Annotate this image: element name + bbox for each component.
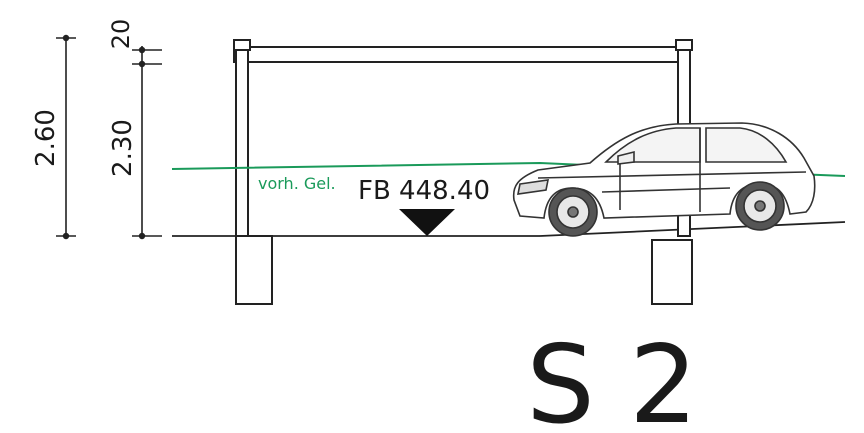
dimension-roof-thickness: 20 (107, 19, 135, 50)
terrain-label: vorh. Gel. (258, 174, 336, 193)
dimension-clear-height: 2.30 (108, 119, 138, 177)
car-icon (512, 122, 816, 237)
level-triangle-icon (399, 209, 455, 236)
floor-level-label: FB 448.40 (358, 176, 490, 206)
dimension-total-height: 2.60 (31, 109, 61, 167)
section-label: S 2 (526, 323, 698, 433)
dimension-ticks (62, 34, 146, 240)
dimension-lines (56, 37, 162, 237)
ground-line (172, 221, 846, 237)
